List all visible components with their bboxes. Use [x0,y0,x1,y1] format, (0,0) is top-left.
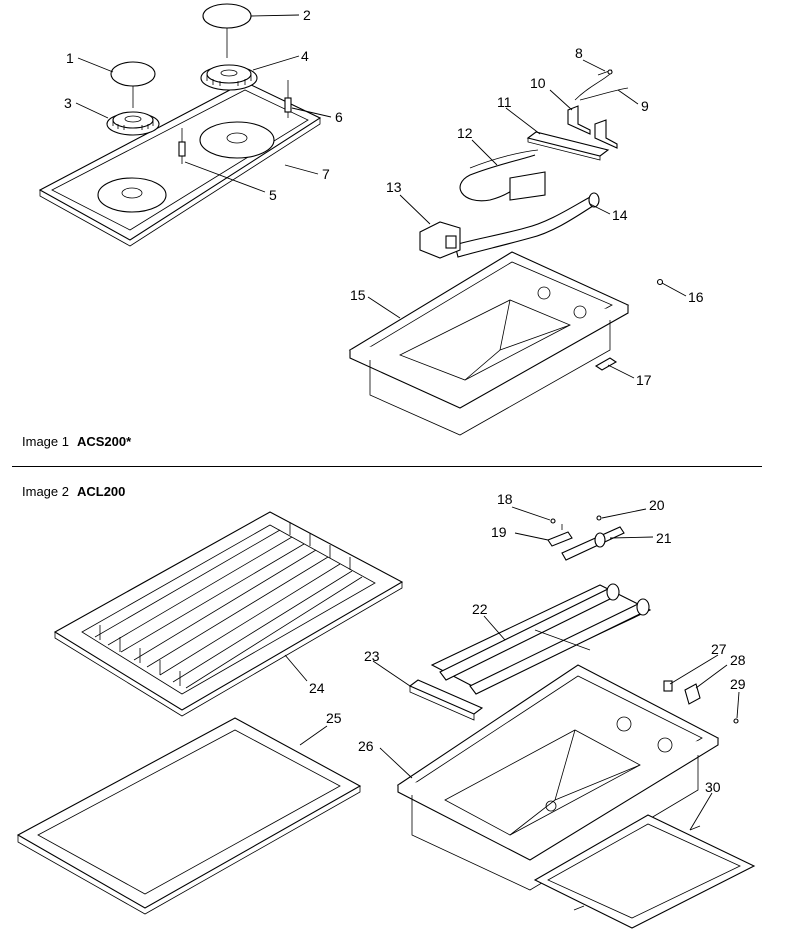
igniter-rear [284,80,292,118]
connector-27 [663,680,673,692]
image-1-prefix: Image 1 [22,434,69,449]
callout-12: 12 [457,125,473,141]
callout-6: 6 [335,109,343,125]
cooktop-top-plate [38,81,322,247]
drip-tray [533,814,756,929]
callout-8: 8 [575,45,583,61]
burner-box [348,251,630,436]
callout-13: 13 [386,179,402,195]
screw-29 [733,718,739,724]
callout-17: 17 [636,372,652,388]
callout-26: 26 [358,738,374,754]
callout-19: 19 [491,524,507,540]
manifold-tube [561,526,625,561]
callout-15: 15 [350,287,366,303]
image-1-model: ACS200* [76,434,132,449]
igniter-front [178,128,186,164]
callout-3: 3 [64,95,72,111]
image-2-prefix: Image 2 [22,484,69,499]
callout-16: 16 [688,289,704,305]
callout-14: 14 [612,207,628,223]
callout-21: 21 [656,530,672,546]
callout-20: 20 [649,497,665,513]
screw-small [550,518,556,524]
burner-tube-loop [459,149,546,202]
valve-bracket [419,221,461,259]
callout-9: 9 [641,98,649,114]
burner-tube-straight [454,192,600,258]
callout-30: 30 [705,779,721,795]
callout-10: 10 [530,75,546,91]
callout-1: 1 [66,50,74,66]
callout-27: 27 [711,641,727,657]
callout-numbers: 1 2 3 4 5 6 7 8 9 10 11 12 13 14 15 16 1… [64,7,746,795]
mounting-rail [526,131,610,161]
image-2-caption: Image 2 ACL200 [22,484,125,499]
image-1-caption: Image 1 ACS200* [22,434,131,449]
valve-fitting [547,524,573,547]
grill-burner-box [396,664,720,891]
clip-28 [684,683,701,705]
callout-11: 11 [497,94,512,110]
callout-7: 7 [322,166,330,182]
callout-29: 29 [730,676,746,692]
callout-18: 18 [497,491,513,507]
large-burner-head [200,64,258,91]
screw-top [596,515,602,521]
callout-28: 28 [730,652,746,668]
griddle-plate [16,717,362,915]
callout-22: 22 [472,601,488,617]
image-2-model: ACL200 [76,484,126,499]
callout-24: 24 [309,680,325,696]
grill-burner-assembly [430,583,652,695]
callout-5: 5 [269,187,277,203]
callout-2: 2 [303,7,311,23]
leader-lines-image-1 [75,14,687,379]
grill-grate [53,511,404,717]
callout-25: 25 [326,710,342,726]
callout-4: 4 [301,48,309,64]
callout-23: 23 [364,648,380,664]
section-divider [12,466,762,467]
large-burner-cap [202,3,252,58]
leader-lines-image-2 [284,506,740,831]
bracket-pair [567,105,618,149]
small-burner-head [106,111,160,136]
small-burner-cap [110,61,156,108]
burner-bracket [408,679,484,721]
wire-harness [574,69,629,101]
mounting-clip [594,357,618,371]
screw [656,278,664,286]
